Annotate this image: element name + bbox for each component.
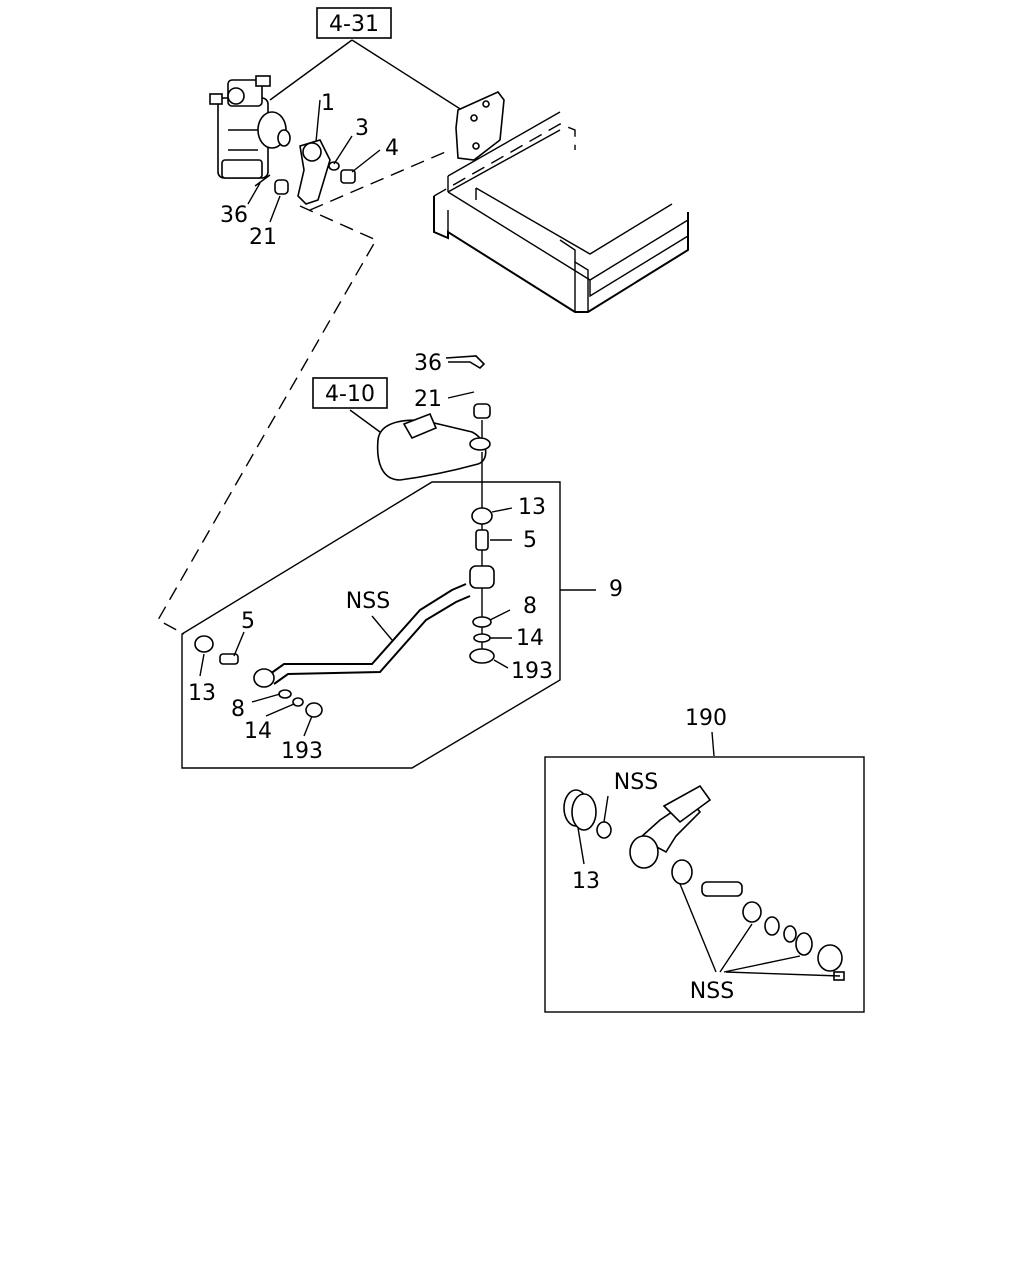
leader-21-top (269, 195, 281, 223)
callout-193-right: 193 (511, 659, 553, 684)
part-4-nut (340, 169, 356, 184)
kit-spring-seat (742, 901, 762, 923)
callout-nss-kit-top: NSS (614, 770, 658, 795)
callout-8-left: 8 (231, 697, 245, 722)
kit-parts (563, 784, 845, 981)
leader-nss-kit-top (603, 795, 609, 823)
tie-rod-tube-edge (273, 595, 471, 685)
part-193-nut-right (469, 648, 495, 664)
part-14-washer-right (473, 633, 491, 643)
part-5-ball-stud-left (219, 653, 239, 665)
callout-14-left: 14 (244, 719, 272, 744)
callout-36-top: 36 (220, 203, 248, 228)
callout-21-top: 21 (249, 225, 277, 250)
chassis-frame (433, 111, 689, 313)
callout-4: 4 (385, 136, 399, 161)
callout-5-left: 5 (241, 609, 255, 634)
ref-4-10-label: 4-10 (325, 382, 375, 407)
leader-190 (711, 731, 715, 757)
leader-13-left (199, 653, 205, 677)
leader-13-right (491, 507, 513, 513)
ref-box-4-31[interactable]: 4-31 (316, 7, 392, 39)
part-36-cotter-pin (445, 355, 486, 370)
leader-1 (315, 99, 321, 143)
leader-8-left (251, 693, 281, 703)
leader-14-left (265, 703, 295, 717)
frame-dashed-link (309, 149, 451, 211)
leader-4-31-bracket (351, 39, 466, 113)
kit-ball-stud (701, 881, 743, 897)
callout-nss-rod: NSS (346, 589, 390, 614)
leader-8-right (489, 609, 511, 621)
leader-5-left (233, 631, 245, 657)
pitman-arm (297, 139, 331, 205)
kit-seat (671, 859, 693, 885)
ref-4-31-label: 4-31 (329, 12, 379, 37)
callout-14-right: 14 (516, 626, 544, 651)
part-13-boot-left (194, 635, 214, 653)
kit-ring-nss (596, 821, 612, 839)
part-8-ring-left (278, 689, 292, 699)
callout-13-left: 13 (188, 681, 216, 706)
part-5-ball-stud-right (475, 529, 489, 551)
callout-5-right: 5 (523, 528, 537, 553)
tie-rod-assembly-outline (181, 481, 561, 769)
tie-rod-end-left (253, 668, 275, 688)
part-13-boot-right (471, 507, 493, 525)
callout-9: 9 (609, 577, 623, 602)
leader-193-left (303, 715, 313, 737)
part-21-nut-top (274, 179, 289, 195)
leader-21-mid (447, 391, 475, 399)
tie-rod-end-right (469, 565, 495, 589)
steering-gear-box (209, 75, 291, 179)
kit-spring (764, 916, 780, 936)
leaders-nss-kit-bottom (679, 883, 841, 977)
callout-190: 190 (685, 706, 727, 731)
part-36-pin-top (254, 174, 271, 187)
part-14-washer-left (292, 697, 304, 707)
knuckle-arm (376, 412, 491, 481)
leader-193-right (493, 659, 509, 669)
kit-cap-ring (795, 932, 813, 956)
kit-plug (817, 944, 843, 972)
leader-4 (351, 149, 381, 173)
callout-36-mid: 36 (414, 351, 442, 376)
part-21-castle-nut (473, 403, 491, 419)
leader-36-top (247, 182, 261, 205)
ref-box-4-10[interactable]: 4-10 (312, 377, 388, 409)
leader-nss-rod (371, 615, 393, 641)
callout-21-mid: 21 (414, 387, 442, 412)
callout-193-left: 193 (281, 739, 323, 764)
callout-8-right: 8 (523, 594, 537, 619)
callout-1: 1 (321, 91, 335, 116)
connection-line-left (157, 205, 377, 635)
part-193-nut-left (305, 702, 323, 718)
callout-13-kit: 13 (572, 869, 600, 894)
callout-13-right: 13 (518, 495, 546, 520)
frame-bracket (455, 91, 505, 161)
leader-4-31-gearbox (269, 39, 353, 101)
part-3-washer (328, 161, 340, 171)
leader-4-10 (349, 409, 381, 433)
callout-nss-kit-bottom: NSS (690, 979, 734, 1004)
leader-13-kit (577, 827, 585, 865)
kit-inset-box (544, 756, 865, 1013)
kit-washer (783, 925, 797, 943)
part-8-ring-right (472, 616, 492, 628)
callout-3: 3 (355, 116, 369, 141)
leader-3 (333, 135, 353, 165)
tie-rod-tube (269, 583, 467, 675)
